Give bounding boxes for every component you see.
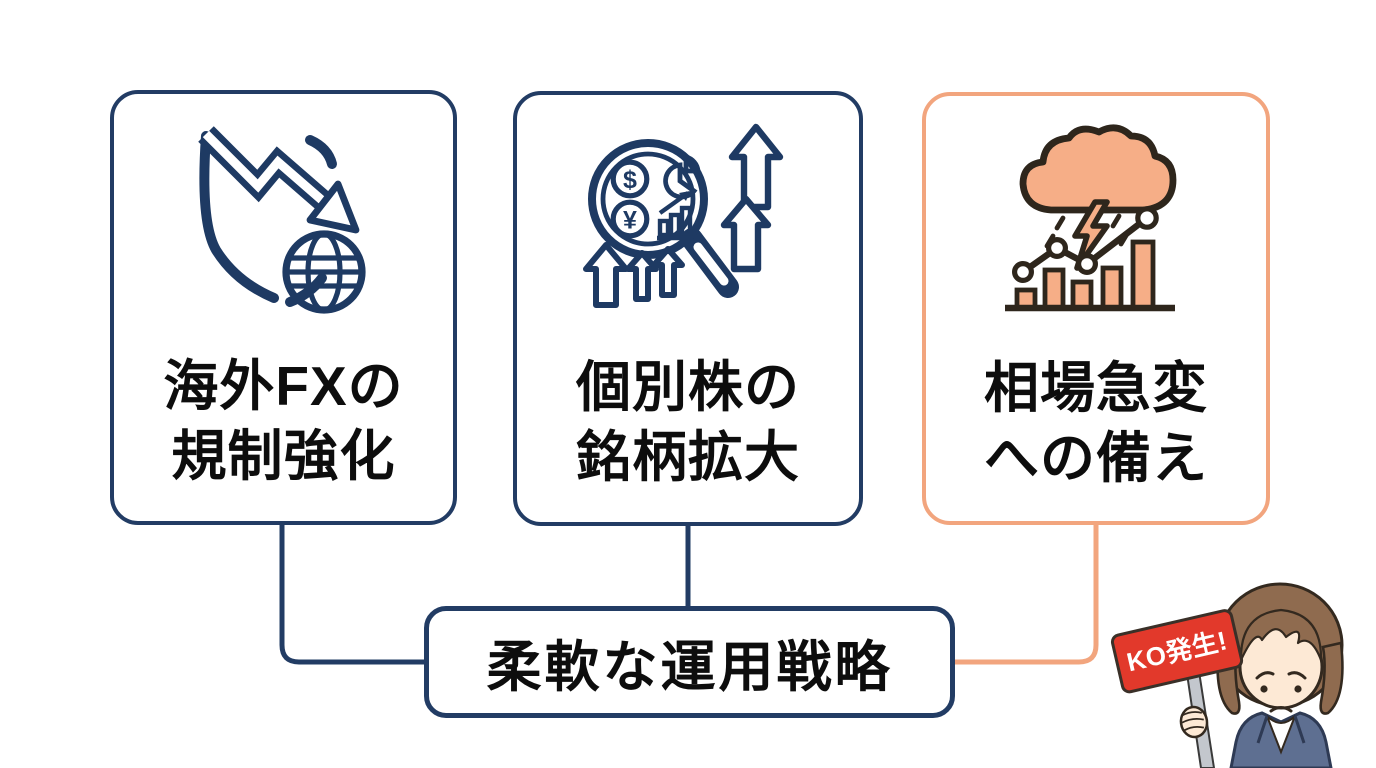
- frown-mouth: [1269, 706, 1293, 713]
- shield-icon: [198, 131, 337, 307]
- placard: KO発生!: [1110, 609, 1244, 768]
- card-title: 個別株の 銘柄拡大: [576, 352, 800, 493]
- up-arrows-right-icon: [720, 123, 784, 273]
- mini-bar-chart-icon: [657, 191, 693, 241]
- holding-hand: [1179, 705, 1209, 739]
- magnifier-handle: [681, 228, 739, 298]
- magnifier-lens: [588, 139, 708, 259]
- shield-decline-globe-icon: [197, 126, 366, 314]
- pie-chart-icon: [663, 153, 701, 200]
- card-stock-expansion: $ ¥: [513, 91, 863, 526]
- connector-card1-to-summary: [279, 523, 424, 665]
- lightning-bolt-icon: [1072, 199, 1110, 271]
- storm-cloud-chart-icon: [1005, 124, 1177, 312]
- card-icon-wrap: $ ¥: [578, 119, 798, 322]
- sign-board: KO発生!: [1110, 609, 1244, 694]
- summary-label: 柔軟な運用戦略: [486, 636, 893, 698]
- summary-box: 柔軟な運用戦略: [424, 606, 955, 718]
- card-fx-regulation: 海外FXの 規制強化: [110, 90, 457, 525]
- eye-right: [1294, 685, 1302, 693]
- connector-card3-to-summary: [953, 523, 1099, 665]
- declining-arrow-icon: [197, 126, 359, 234]
- eyebrow-right: [1287, 671, 1307, 680]
- card-title-line: 銘柄拡大: [575, 426, 800, 489]
- magnifier-stocks-icon: $ ¥: [583, 123, 784, 308]
- svg-text:$: $: [623, 166, 637, 194]
- bar-chart-icon: [1005, 239, 1175, 312]
- businesswoman-character: KO発生!: [1110, 582, 1344, 768]
- yen-coin-icon: ¥: [610, 199, 650, 239]
- suit-lapels: [1256, 715, 1306, 744]
- eyebrow-left: [1255, 671, 1275, 680]
- storm-cloud-icon: [1019, 124, 1177, 214]
- card-title: 相場急変 への備え: [984, 353, 1208, 494]
- eye-left: [1260, 685, 1268, 693]
- woman-body: [1229, 711, 1333, 768]
- hair-fringe: [1239, 608, 1323, 662]
- line-chart-icon: [1012, 206, 1159, 284]
- card-title-line: 海外FXの: [163, 355, 404, 417]
- card-icon-wrap: [184, 118, 384, 321]
- card-icon-wrap: [991, 120, 1201, 323]
- card-title-line: 個別株の: [575, 356, 800, 418]
- svg-text:¥: ¥: [623, 207, 637, 235]
- dollar-coin-icon: $: [610, 159, 650, 199]
- card-title-line: 規制強化: [171, 425, 396, 488]
- hair-lock-right: [1319, 641, 1344, 715]
- card-market-shock: 相場急変 への備え: [922, 92, 1270, 525]
- up-arrows-left-icon: [583, 242, 685, 308]
- card-title-line: への備え: [983, 427, 1208, 490]
- card-title-line: 相場急変: [983, 357, 1208, 419]
- card-title: 海外FXの 規制強化: [163, 351, 403, 492]
